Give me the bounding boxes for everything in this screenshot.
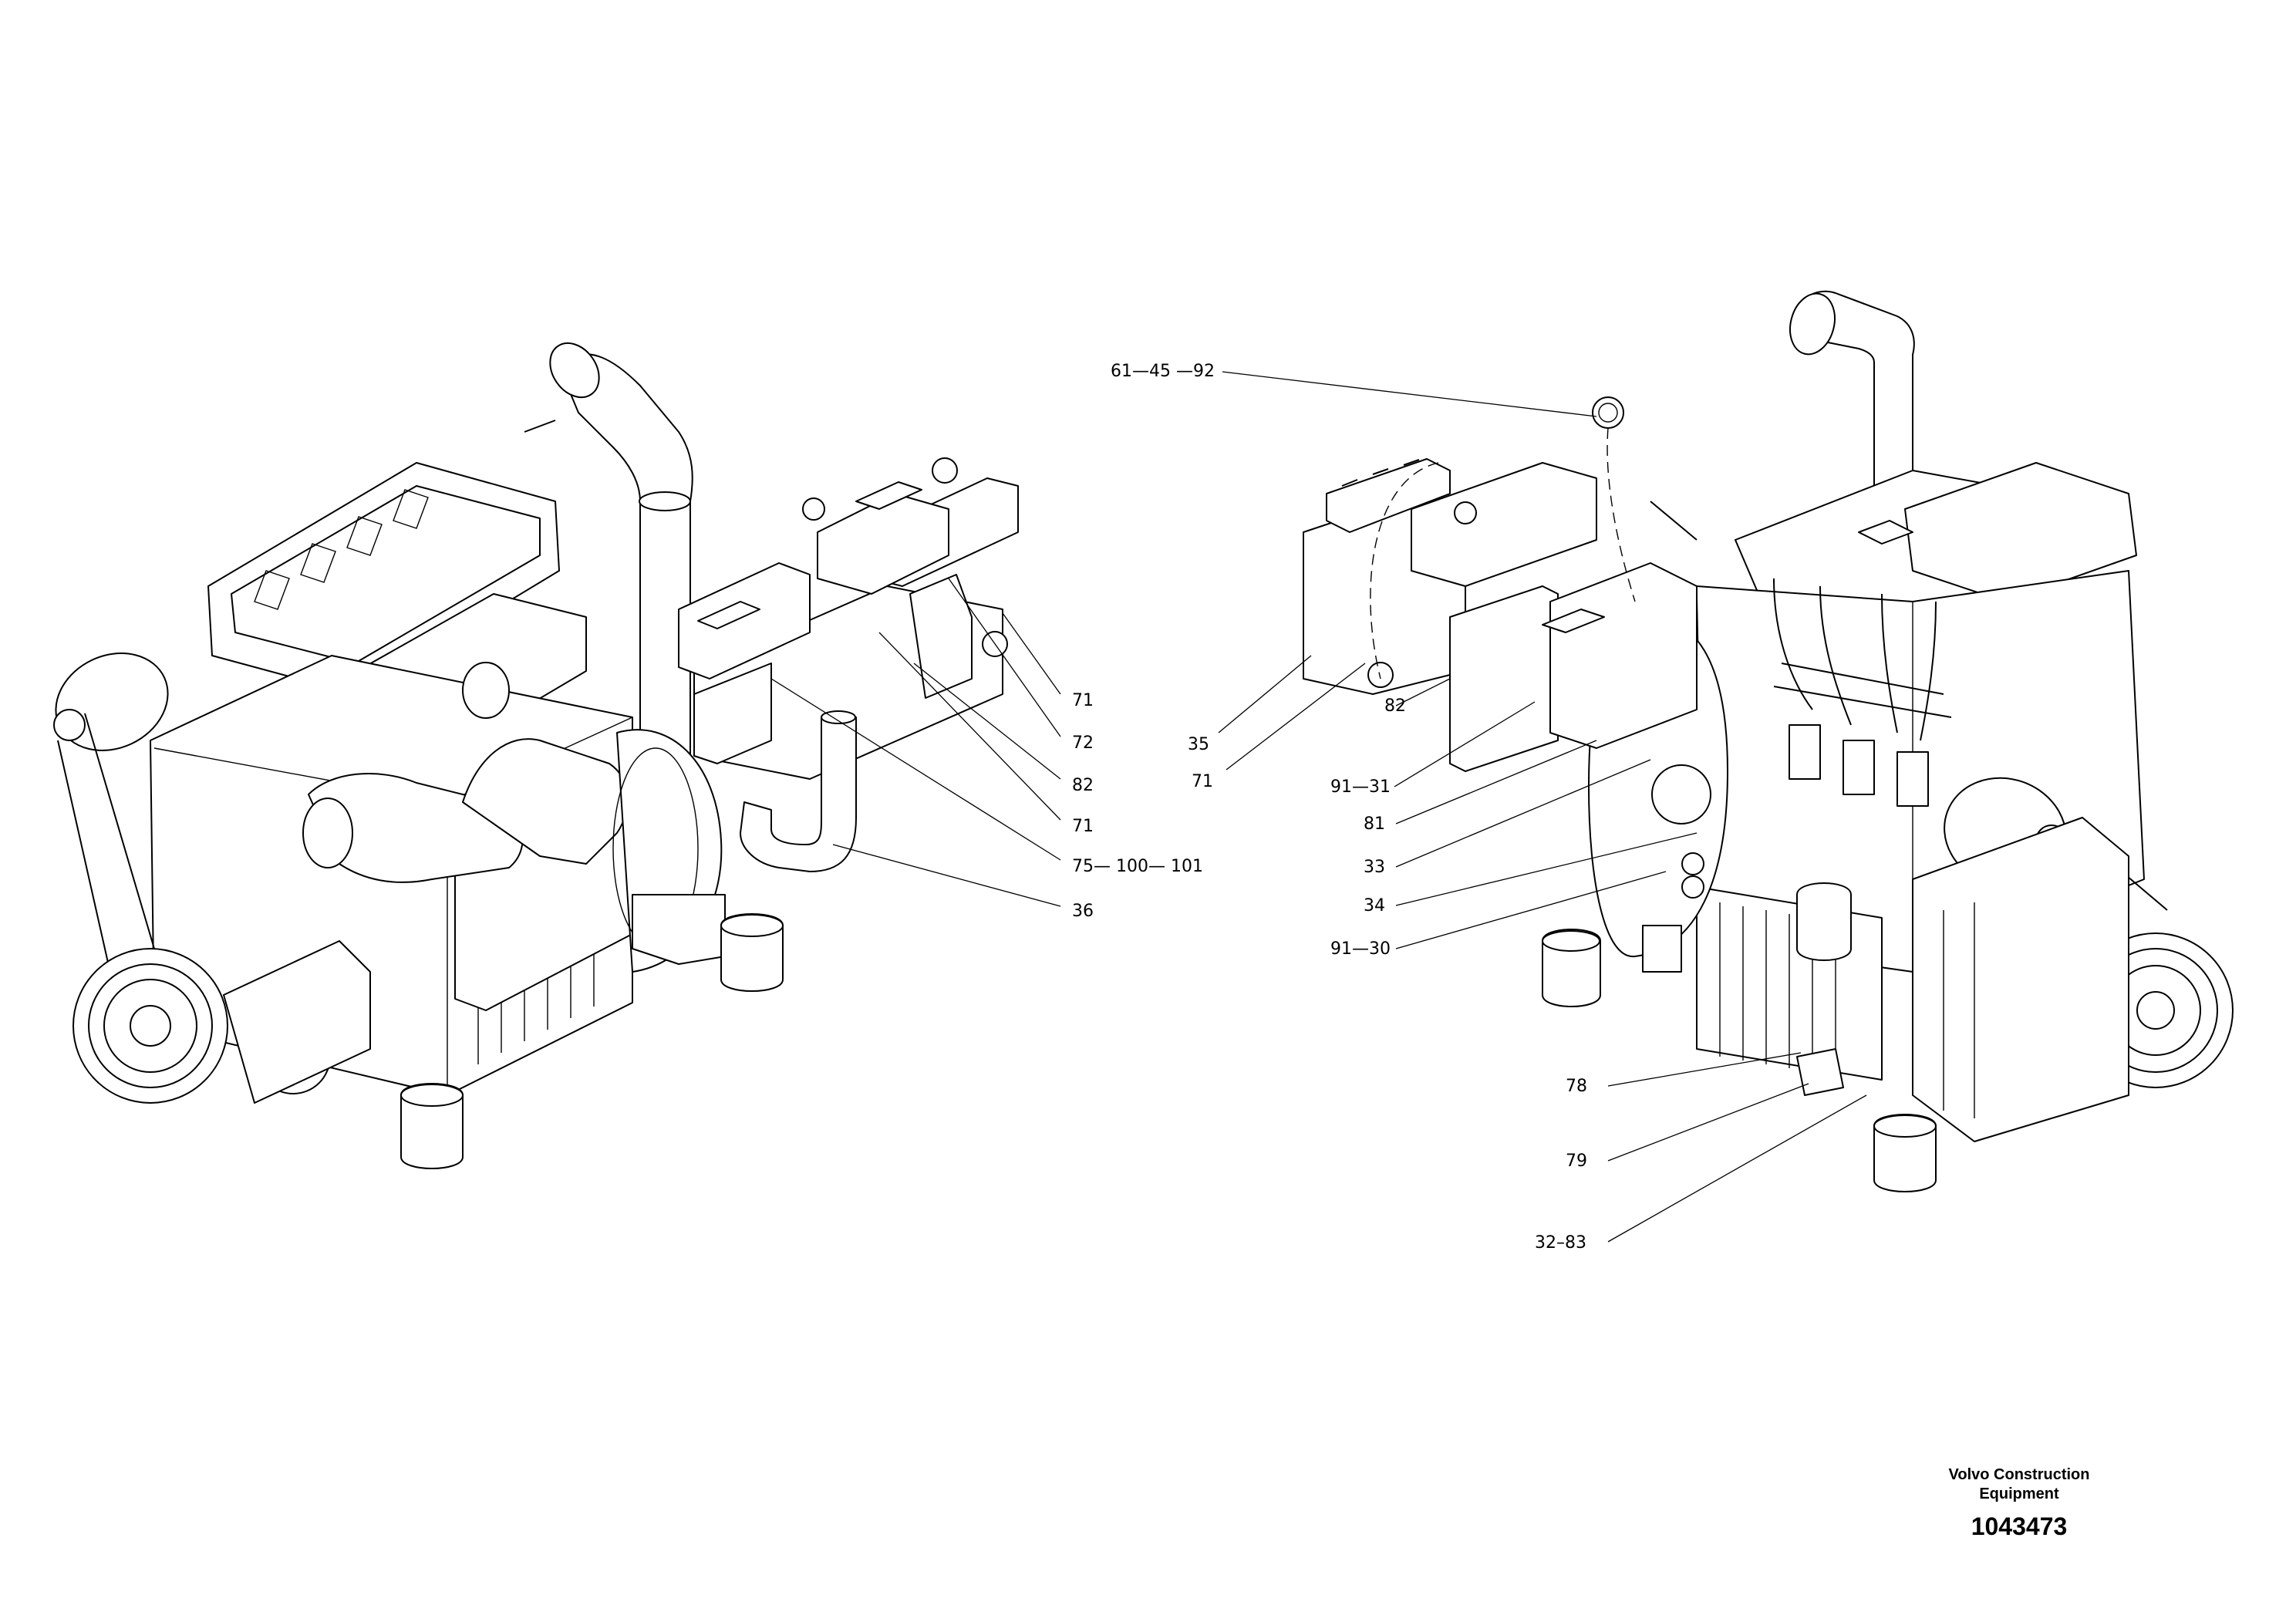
title-block: Volvo Construction Equipment 1043473 xyxy=(1949,1466,2090,1540)
callout-label: 34 xyxy=(1364,896,1385,916)
callout-label: 91—31 xyxy=(1330,777,1391,797)
brand-name: Volvo Construction xyxy=(1949,1466,2090,1483)
callout-label: 33 xyxy=(1364,858,1385,877)
callout-label: 79 xyxy=(1566,1152,1587,1171)
callouts-right: 61—45 —92 35 71 82 91—31 81 33 34 91—30 … xyxy=(1111,362,1587,1253)
callout-label: 81 xyxy=(1364,814,1385,834)
callout-label: 71 xyxy=(1192,772,1213,791)
callout-label: 71 xyxy=(1072,817,1094,836)
callout-label: 72 xyxy=(1072,733,1094,753)
brand-subtitle: Equipment xyxy=(1979,1485,2059,1502)
left-engine-drawing xyxy=(53,342,1019,1169)
callout-label: 78 xyxy=(1566,1077,1587,1096)
callout-label: 82 xyxy=(1072,776,1094,795)
callout-label: 35 xyxy=(1188,735,1209,754)
right-engine-drawing xyxy=(1303,290,2234,1192)
callout-label: 36 xyxy=(1072,902,1094,921)
callout-label: 75— 100— 101 xyxy=(1072,857,1203,876)
drawing-number: 1043473 xyxy=(1971,1512,2068,1540)
callout-label: 32–83 xyxy=(1535,1233,1586,1253)
callout-label: 71 xyxy=(1072,691,1094,710)
leader-lines xyxy=(770,371,1867,1243)
callout-label: 61—45 —92 xyxy=(1111,362,1215,381)
callout-label: 91—30 xyxy=(1330,939,1391,959)
callouts-left: 71 72 82 71 75— 100— 101 36 xyxy=(1072,691,1203,921)
callout-label: 82 xyxy=(1384,696,1406,716)
